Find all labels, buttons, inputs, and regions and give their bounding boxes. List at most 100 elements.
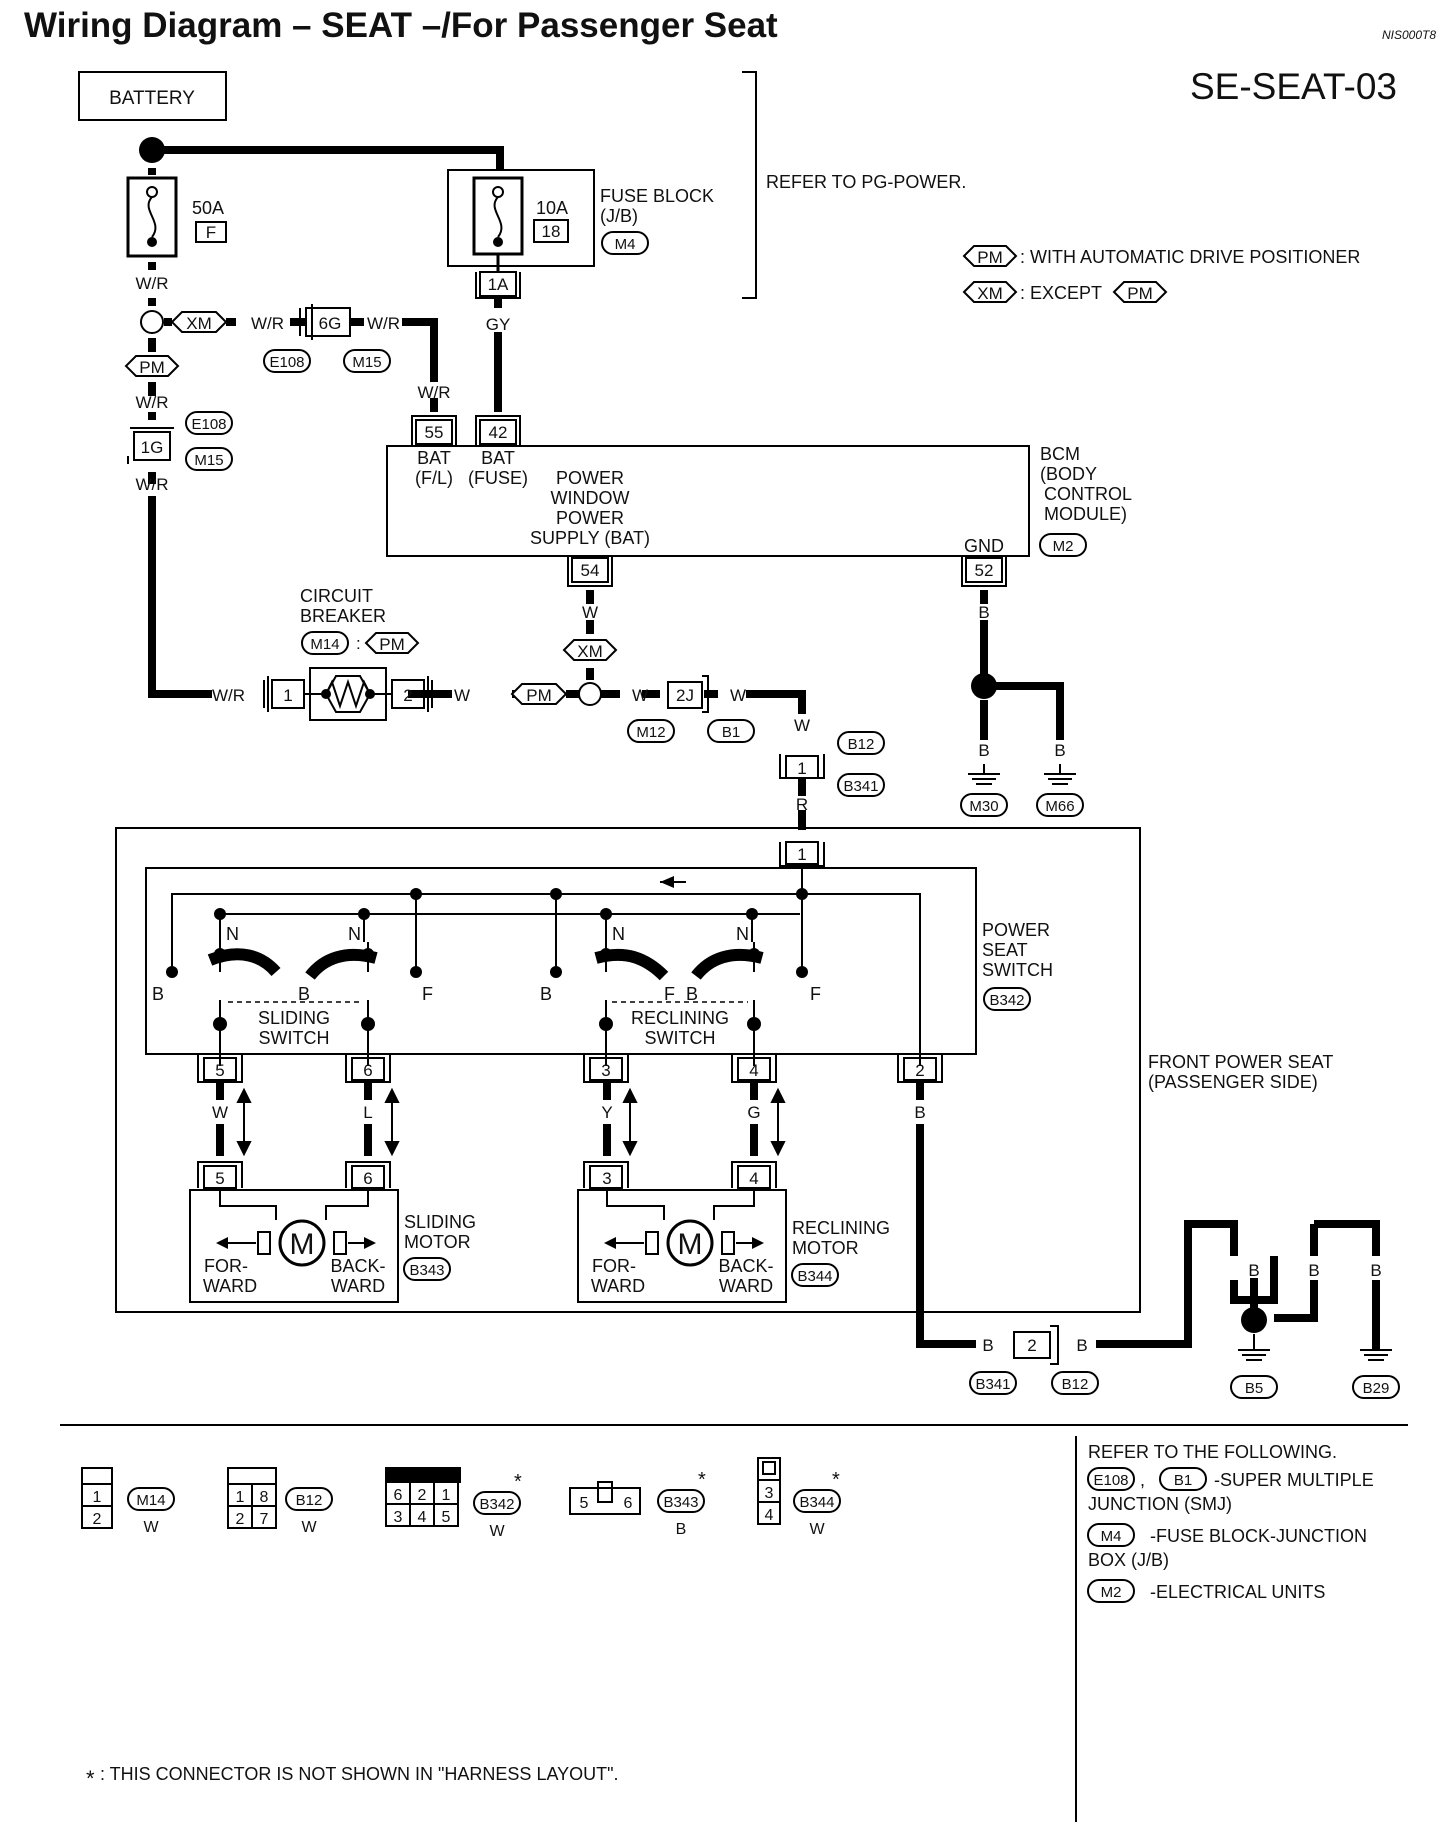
diagram-id: SE-SEAT-03 [1190,66,1398,107]
wire-label-wr-2: W/R [251,314,284,333]
battery-label: BATTERY [109,88,195,109]
refer-fuse-block: M4 -FUSE BLOCK-JUNCTION BOX (J/B) [1087,1523,1367,1570]
wire-label-gy: GY [486,315,511,334]
svg-text:F: F [810,984,821,1004]
svg-text:55: 55 [425,423,444,442]
connector-view-m14: 1 2 M14 W [81,1467,175,1536]
svg-text:F: F [206,223,216,242]
wire-label-wr-4: W/R [135,393,168,412]
bcm-name-2: (BODY [1040,464,1097,484]
svg-text:WARD: WARD [331,1276,385,1296]
svg-text:E108: E108 [269,354,304,371]
svg-text:F: F [422,984,433,1004]
svg-text:1: 1 [93,1489,102,1506]
svg-text:52: 52 [975,561,994,580]
conn-tag-b12-bottom: B12 [1051,1371,1099,1395]
svg-text:54: 54 [581,561,600,580]
svg-text:10A: 10A [536,198,568,218]
power-seat-switch-label: POWER [982,920,1050,940]
svg-text:6G: 6G [319,314,342,333]
connector-view-b344: 3 4 B344 * W [757,1457,841,1538]
legend-pm: PM : WITH AUTOMATIC DRIVE POSITIONER [962,245,1360,267]
svg-text:3: 3 [602,1169,611,1188]
wire-ground-b29 [1274,1220,1380,1350]
splice-w [578,682,602,706]
svg-text:PM: PM [379,635,405,654]
svg-text:PM: PM [1127,284,1153,303]
svg-text:M: M [290,1228,315,1261]
bcm-pw-1: POWER [556,468,624,488]
svg-text:B: B [676,1521,687,1538]
svg-text:3: 3 [394,1509,403,1526]
wire-label-wr-cb: W/R [212,686,245,705]
svg-text:B342: B342 [989,992,1024,1009]
svg-text:50A: 50A [192,198,224,218]
conn-tag-m15-b: M15 [185,447,233,471]
svg-text:XM: XM [977,284,1003,303]
conn-tag-b1: B1 [707,719,755,743]
pg-power-bracket [742,71,757,299]
svg-text:B: B [914,1103,925,1122]
reclining-motor-label: RECLINING [792,1218,890,1238]
footnote-star: * [86,1766,95,1791]
svg-text:2: 2 [236,1511,245,1528]
svg-text:PM: PM [977,248,1003,267]
circuit-breaker-label-2: BREAKER [300,606,386,626]
svg-text:JUNCTION (SMJ): JUNCTION (SMJ) [1088,1494,1232,1514]
wires [148,146,1380,1350]
wire-label-b-b341: B [982,1336,993,1355]
conn-tag-m66: M66 [1036,793,1084,817]
ground-junction-b5 [1241,1307,1267,1333]
svg-text:1: 1 [283,686,292,705]
wire-2-to-b341 [916,1082,976,1348]
power-seat-switch-label-3: SWITCH [982,960,1053,980]
conn-55: 55 [411,415,457,446]
wire-label-w-down: W [794,716,810,735]
option-tag-pm-row: PM [510,683,568,705]
reclining-motor: M 3 4 FOR- WARD BACK- WARD [577,1161,787,1303]
conn-42: 42 [475,415,521,446]
svg-text:2J: 2J [676,686,694,705]
svg-text:M2: M2 [1101,1584,1122,1601]
bcm-bat-fl-2: (F/L) [415,468,453,488]
wire-label-b-g1: B [1248,1261,1259,1280]
front-seat-label-2: (PASSENGER SIDE) [1148,1072,1318,1092]
svg-text:6: 6 [624,1495,633,1512]
svg-text:: EXCEPT: : EXCEPT [1020,283,1102,303]
switch-nodes [166,888,808,1031]
svg-text:WARD: WARD [719,1276,773,1296]
svg-text:N: N [348,924,361,944]
svg-text:XM: XM [186,314,212,333]
svg-text:M: M [678,1228,703,1261]
sliding-switch-label-2: SWITCH [259,1028,330,1048]
svg-text:-FUSE BLOCK-JUNCTION: -FUSE BLOCK-JUNCTION [1150,1526,1367,1546]
svg-text:B343: B343 [663,1494,698,1511]
svg-text:Y: Y [601,1103,612,1122]
wire-battery-fuseblock [152,146,504,170]
svg-text:E108: E108 [1093,1472,1128,1489]
svg-text:4: 4 [765,1507,774,1524]
svg-text:2: 2 [93,1511,102,1528]
conn-54: 54 [567,556,613,587]
svg-text:4: 4 [749,1169,758,1188]
wire-label-b-gnd: B [978,603,989,622]
cb-sep: : [356,634,361,653]
svg-text:2: 2 [418,1487,427,1504]
wire-label-wr-3: W/R [367,314,400,333]
battery-box [78,71,227,121]
wire-label-b-b12: B [1076,1336,1087,1355]
connector-6g: 6G [299,304,351,340]
ground-junction [971,673,997,699]
wire-label-b-g2: B [1308,1261,1319,1280]
svg-text:B: B [540,984,552,1004]
legend-xm: XM : EXCEPT PM [962,281,1168,303]
svg-text:3: 3 [765,1485,774,1502]
ground-symbol-b29 [1360,1349,1392,1361]
bcm-name-4: MODULE) [1044,504,1127,524]
conn-tag-e108: E108 [263,349,311,373]
svg-text:WARD: WARD [203,1276,257,1296]
svg-text:PM: PM [526,686,552,705]
wire-6g-to-55 [402,318,438,412]
wire-label-wr-6: W/R [417,383,450,402]
